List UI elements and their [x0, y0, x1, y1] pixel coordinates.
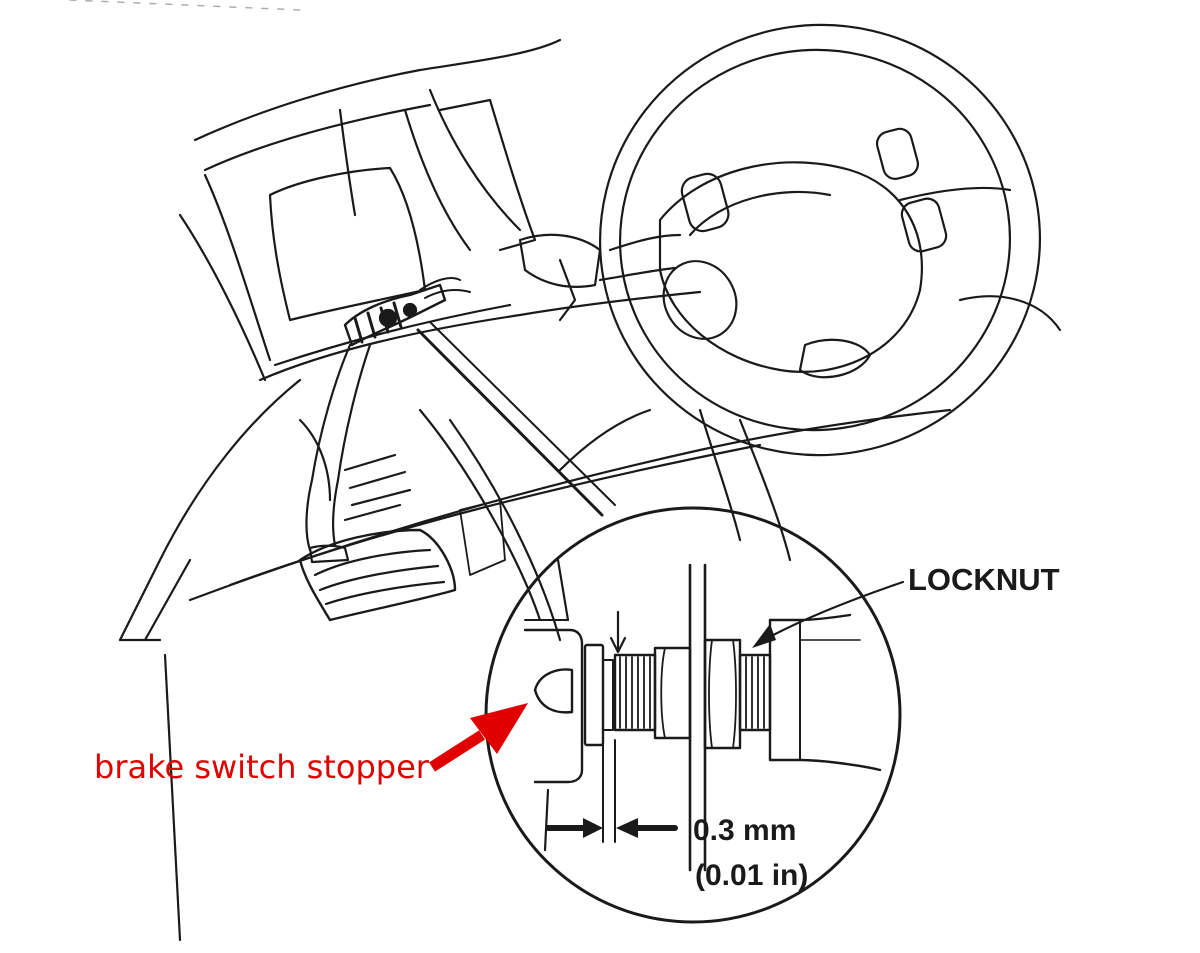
detail-view: [484, 506, 902, 924]
locknut-label: LOCKNUT: [908, 562, 1060, 597]
stopper-label: brake switch stopper: [94, 748, 430, 786]
brake-pedal: [298, 343, 457, 622]
gap-mm-label: 0.3 mm: [693, 814, 796, 847]
steering-wheel: [518, 23, 1062, 562]
brake-switch-small: [343, 277, 471, 347]
gap-inch-label: (0.01 in): [695, 859, 808, 892]
dashboard-outline: [69, 0, 952, 942]
stopper-annotation-arrow: [429, 703, 528, 772]
locknut-leader: [752, 580, 905, 648]
detail-leader-lines: [416, 321, 616, 517]
